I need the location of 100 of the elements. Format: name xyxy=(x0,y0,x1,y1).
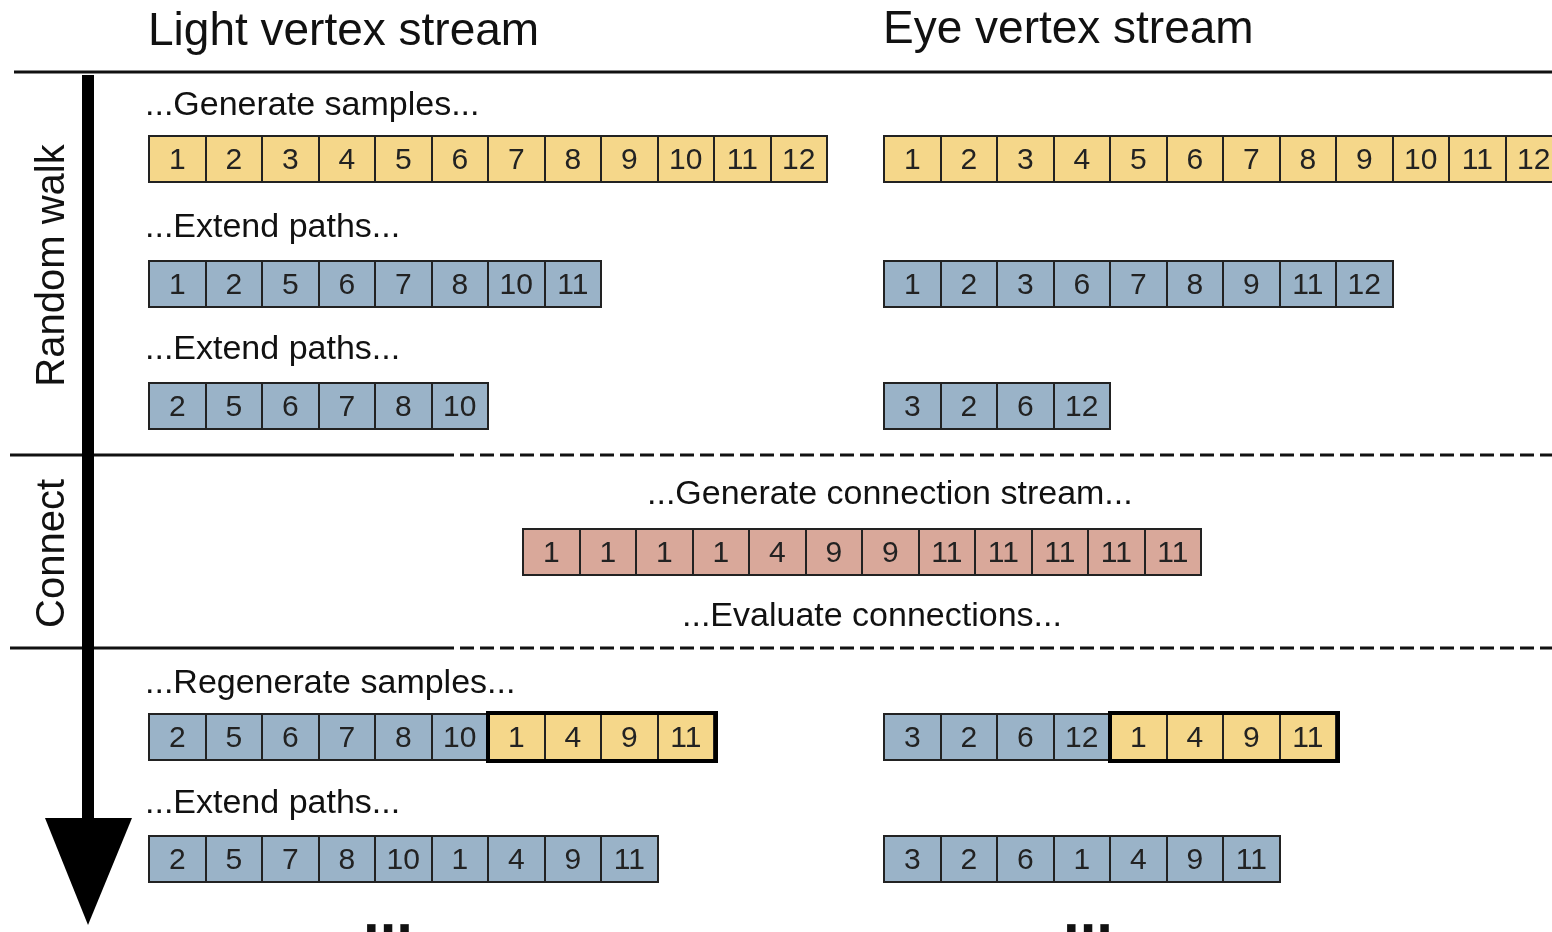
sample-cell: 9 xyxy=(1222,713,1281,761)
sample-cell: 6 xyxy=(261,713,320,761)
sample-cell: 7 xyxy=(317,382,376,430)
sample-cell: 11 xyxy=(543,260,602,308)
sample-cell: 9 xyxy=(600,713,659,761)
sample-cell: 10 xyxy=(487,260,546,308)
sample-cell: 11 xyxy=(713,135,772,183)
sample-cell: 3 xyxy=(261,135,320,183)
sample-cell: 6 xyxy=(996,382,1055,430)
sample-cell: 11 xyxy=(1143,528,1202,576)
sample-cell: 6 xyxy=(1165,135,1224,183)
sample-cell: 8 xyxy=(1278,135,1337,183)
sample-cell: 1 xyxy=(883,135,942,183)
sample-cell: 3 xyxy=(996,135,1055,183)
sample-cell: 11 xyxy=(600,835,659,883)
sample-cell: 10 xyxy=(656,135,715,183)
sample-cell: 6 xyxy=(996,835,1055,883)
sample-cell: 4 xyxy=(1109,835,1168,883)
sample-cell: 2 xyxy=(939,260,998,308)
phase-label: ...Generate samples... xyxy=(145,84,480,123)
sample-cell: 8 xyxy=(374,382,433,430)
sample-cell: 7 xyxy=(1109,260,1168,308)
phase-label: ...Extend paths... xyxy=(145,206,401,245)
sample-cell: 2 xyxy=(148,835,207,883)
sample-cell: 2 xyxy=(204,260,263,308)
sample-cell: 11 xyxy=(917,528,976,576)
sample-cell: 2 xyxy=(148,713,207,761)
sample-cell: 1 xyxy=(578,528,637,576)
sample-cell: 10 xyxy=(430,713,489,761)
sample-cell: 1 xyxy=(1052,835,1111,883)
sample-cell: 9 xyxy=(804,528,863,576)
sample-cell: 11 xyxy=(974,528,1033,576)
sample-cell: 7 xyxy=(1222,135,1281,183)
sample-cell: 2 xyxy=(148,382,207,430)
sample-cell: 11 xyxy=(1278,260,1337,308)
sample-cell: 3 xyxy=(883,835,942,883)
sample-cell: 12 xyxy=(1052,713,1111,761)
sample-cell: 12 xyxy=(1335,260,1394,308)
sample-cell: 1 xyxy=(522,528,581,576)
sample-cell: 11 xyxy=(1448,135,1507,183)
band-label: Connect xyxy=(27,478,73,628)
phase-label: ...Generate connection stream... xyxy=(647,473,1133,512)
sample-cell: 8 xyxy=(374,713,433,761)
sample-cell: 10 xyxy=(430,382,489,430)
sample-cell: 9 xyxy=(1222,260,1281,308)
sample-cell: 3 xyxy=(883,382,942,430)
phase-label: ...Extend paths... xyxy=(145,782,401,821)
sample-cell: 1 xyxy=(883,260,942,308)
phase-label: ...Extend paths... xyxy=(145,328,401,367)
sample-cell: 4 xyxy=(487,835,546,883)
sample-cell: 12 xyxy=(769,135,828,183)
sample-cell: 9 xyxy=(600,135,659,183)
sample-cell: 2 xyxy=(939,382,998,430)
sample-cell: 5 xyxy=(374,135,433,183)
sample-cell: 12 xyxy=(1052,382,1111,430)
sample-cell: 8 xyxy=(1165,260,1224,308)
phase-label: ...Evaluate connections... xyxy=(682,595,1062,634)
sample-cell: 11 xyxy=(1087,528,1146,576)
sample-cell: 12 xyxy=(1504,135,1552,183)
sample-cell: 7 xyxy=(317,713,376,761)
sample-cell: 3 xyxy=(996,260,1055,308)
sample-cell: 1 xyxy=(148,135,207,183)
sample-cell: 6 xyxy=(261,382,320,430)
sample-cell: 1 xyxy=(148,260,207,308)
sample-cell: 9 xyxy=(1165,835,1224,883)
sample-cell: 1 xyxy=(430,835,489,883)
sample-cell: 11 xyxy=(1030,528,1089,576)
column-heading: Eye vertex stream xyxy=(883,0,1254,54)
sample-cell: 2 xyxy=(939,135,998,183)
sample-cell: 6 xyxy=(1052,260,1111,308)
sample-cell: 4 xyxy=(1052,135,1111,183)
sample-cell: 7 xyxy=(261,835,320,883)
sample-cell: 1 xyxy=(691,528,750,576)
sample-cell: 8 xyxy=(430,260,489,308)
sample-cell: 5 xyxy=(204,835,263,883)
sample-cell: 9 xyxy=(1335,135,1394,183)
sample-cell: 8 xyxy=(317,835,376,883)
sample-cell: 10 xyxy=(1391,135,1450,183)
sample-cell: 2 xyxy=(939,713,998,761)
sample-cell: 4 xyxy=(317,135,376,183)
sample-cell: 5 xyxy=(204,713,263,761)
sample-cell: 5 xyxy=(1109,135,1168,183)
sample-cell: 11 xyxy=(1222,835,1281,883)
sample-cell: 8 xyxy=(543,135,602,183)
sample-cell: 3 xyxy=(883,713,942,761)
sample-cell: 6 xyxy=(317,260,376,308)
sample-cell: 7 xyxy=(374,260,433,308)
phase-label: ...Regenerate samples... xyxy=(145,662,516,701)
sample-cell: 9 xyxy=(543,835,602,883)
sample-cell: 4 xyxy=(748,528,807,576)
sample-cell: 7 xyxy=(487,135,546,183)
sample-cell: 1 xyxy=(635,528,694,576)
sample-cell: 10 xyxy=(374,835,433,883)
sample-cell: 5 xyxy=(204,382,263,430)
band-label: Random walk xyxy=(27,143,73,387)
column-heading: Light vertex stream xyxy=(148,2,540,56)
sample-cell: 2 xyxy=(204,135,263,183)
sample-cell: 6 xyxy=(430,135,489,183)
sample-cell: 6 xyxy=(996,713,1055,761)
sample-cell: 9 xyxy=(861,528,920,576)
